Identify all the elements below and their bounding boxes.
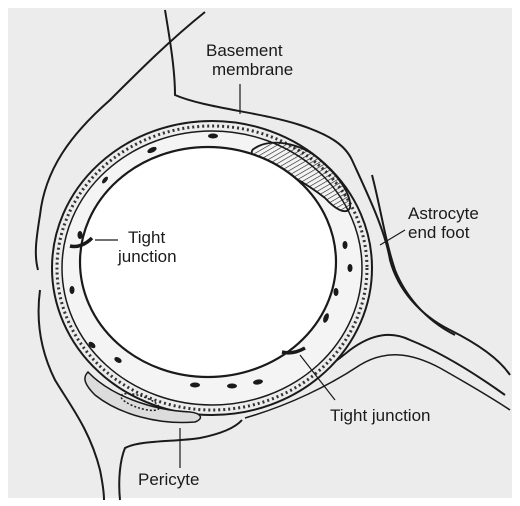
tight-junction-outer-text: Tight junction: [330, 406, 430, 425]
basement-membrane-label-line1: Basement: [206, 41, 293, 60]
basement-membrane-label-line2: membrane: [206, 60, 293, 79]
astrocyte-label-line2: end foot: [408, 223, 479, 242]
pericyte-text: Pericyte: [138, 470, 199, 489]
tight-junction-inner-line1: Tight: [118, 228, 177, 247]
pericyte-label: Pericyte: [138, 470, 199, 489]
tight-junction-inner-line2: junction: [118, 247, 177, 266]
tight-junction-inner-label: Tight junction: [118, 228, 177, 266]
basement-membrane-label: Basement membrane: [206, 41, 293, 79]
astrocyte-outline-right: [372, 175, 455, 335]
astrocyte-label-line1: Astrocyte: [408, 204, 479, 223]
tight-junction-outer-label: Tight junction: [330, 406, 430, 425]
astrocyte-end-foot-label: Astrocyte end foot: [408, 204, 479, 242]
